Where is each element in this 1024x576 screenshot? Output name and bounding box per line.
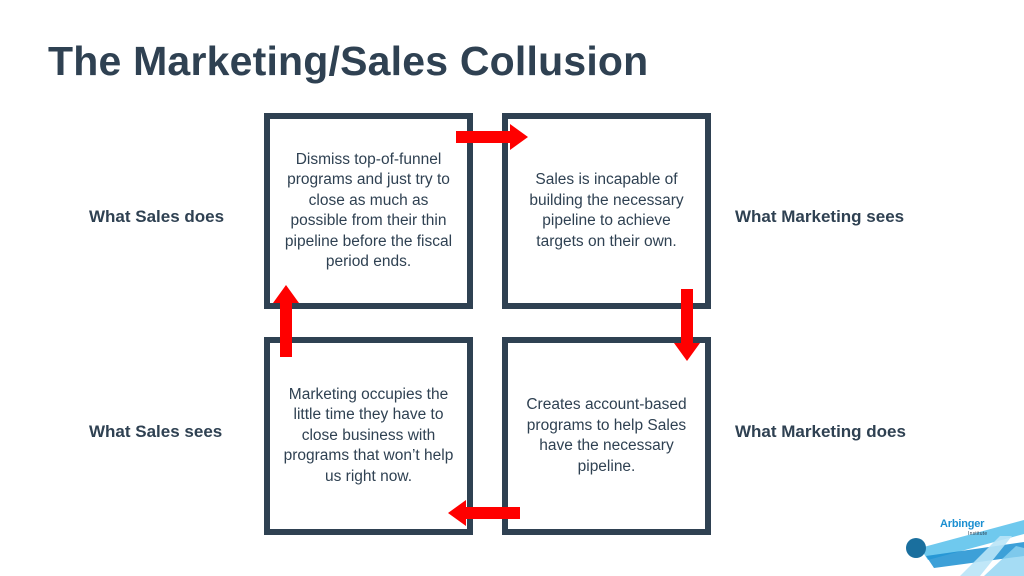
- label-what-marketing-does: What Marketing does: [735, 422, 906, 441]
- quadrant-what-marketing-sees: Sales is incapable of building the neces…: [502, 113, 711, 309]
- label-what-marketing-sees: What Marketing sees: [735, 207, 905, 226]
- label-what-sales-sees: What Sales sees: [89, 422, 223, 441]
- quadrant-text-bottom-left: Marketing occupies the little time they …: [283, 385, 454, 485]
- logo-wordmark: Arbinger: [940, 518, 985, 530]
- label-what-sales-does: What Sales does: [89, 207, 225, 226]
- arrow-right-icon: [456, 124, 528, 150]
- arrow-left-icon: [448, 500, 520, 526]
- quadrant-text-top-left: Dismiss top-of-funnel programs and just …: [284, 150, 453, 271]
- quadrant-what-sales-does: Dismiss top-of-funnel programs and just …: [264, 113, 473, 309]
- quadrant-text-top-right: Sales is incapable of building the neces…: [529, 171, 684, 250]
- arrow-down-icon: [674, 289, 700, 361]
- logo-graphic: [906, 520, 1024, 576]
- arrow-up-icon: [273, 285, 299, 357]
- logo-subtitle: Institute: [968, 531, 988, 537]
- slide-title: The Marketing/Sales Collusion: [48, 38, 649, 84]
- quadrant-text-bottom-right: Creates account-based programs to help S…: [526, 396, 687, 475]
- quadrant-what-marketing-does: Creates account-based programs to help S…: [502, 337, 711, 535]
- quadrant-what-sales-sees: Marketing occupies the little time they …: [264, 337, 473, 535]
